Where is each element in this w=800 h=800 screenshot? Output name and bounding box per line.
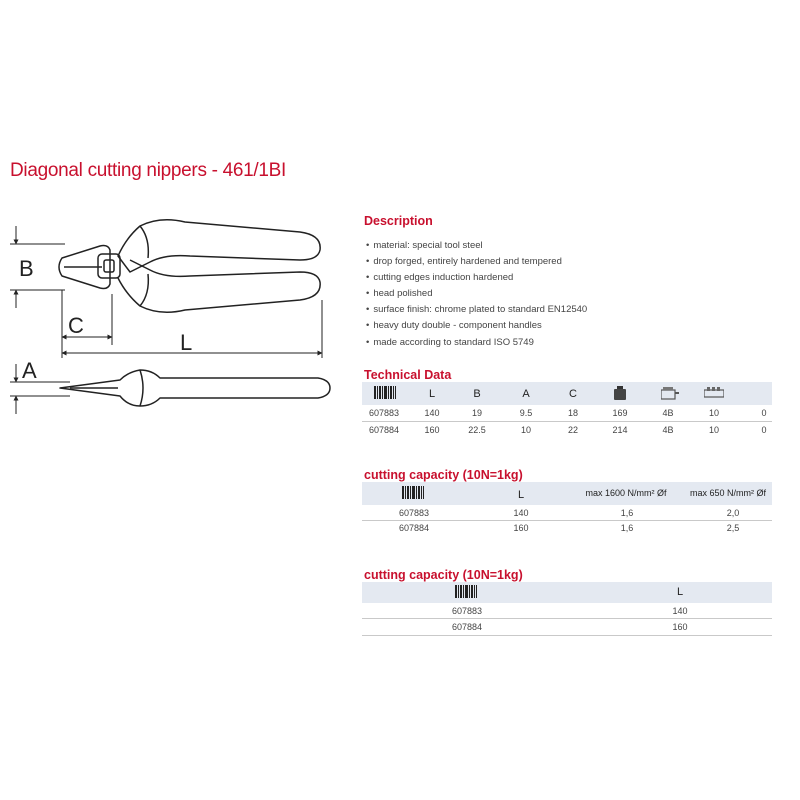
list-item: made according to standard ISO 5749: [366, 335, 587, 351]
packaging-icon: [661, 387, 679, 400]
col-header-l: L: [428, 388, 436, 400]
col-header-l: L: [517, 489, 525, 501]
table-cell: 9.5: [519, 408, 533, 418]
side-view: [59, 369, 331, 407]
pack-quantity-icon: [704, 387, 724, 398]
table-cell: 607883: [398, 508, 430, 518]
col-header-b: B: [473, 388, 481, 400]
list-item: material: special tool steel: [366, 238, 587, 254]
table-cell: 140: [513, 508, 529, 518]
table-cell: 19: [471, 408, 483, 418]
list-item: head polished: [366, 286, 587, 302]
table-cell: 169: [612, 408, 628, 418]
table-cell: 1,6: [620, 508, 634, 518]
col-header-a: A: [522, 388, 530, 400]
table-cell: 0: [761, 425, 767, 435]
table-cell: 214: [612, 425, 628, 435]
table-cell: 22.5: [468, 425, 486, 435]
list-item: surface finish: chrome plated to standar…: [366, 302, 587, 318]
table-cell: 1,6: [620, 523, 634, 533]
table-cell: 2,5: [726, 523, 740, 533]
list-item: drop forged, entirely hardened and tempe…: [366, 254, 587, 270]
col-header-l: L: [676, 586, 684, 598]
col-header-max-650: max 650 N/mm² Øf: [689, 488, 767, 498]
table-cell: 160: [424, 425, 440, 435]
dim-label-c: C: [68, 313, 84, 338]
col-header-c: C: [569, 388, 577, 400]
weight-icon: [614, 386, 626, 400]
page-title: Diagonal cutting nippers - 461/1BI: [10, 160, 287, 181]
table-cell: 160: [513, 523, 529, 533]
col-header-max-1600: max 1600 N/mm² Øf: [585, 488, 667, 498]
table-cell: 22: [567, 425, 579, 435]
technical-data-heading: Technical Data: [364, 368, 452, 382]
table-cell: 160: [672, 622, 688, 632]
table-cell: 607883: [368, 408, 400, 418]
list-item: cutting edges induction hardened: [366, 270, 587, 286]
dim-label-a: A: [22, 358, 37, 383]
table-cell: 10: [708, 425, 720, 435]
barcode-icon: [455, 585, 477, 598]
table-cell: 18: [567, 408, 579, 418]
table-cell: 607884: [451, 622, 483, 632]
table-cell: 0: [761, 408, 767, 418]
table-cell: 607883: [451, 606, 483, 616]
dim-label-b: B: [19, 256, 34, 281]
table-cell: 140: [424, 408, 440, 418]
dim-label-l: L: [180, 330, 192, 355]
table-cell: 4B: [662, 408, 674, 418]
table-cell: 10: [708, 408, 720, 418]
table-cell: 4B: [662, 425, 674, 435]
description-heading: Description: [364, 214, 433, 228]
table-cell: 140: [672, 606, 688, 616]
cutting-capacity-heading-2: cutting capacity (10N=1kg): [364, 568, 523, 582]
jaw-top-view: [58, 244, 111, 290]
table-cell: 607884: [398, 523, 430, 533]
cutting-capacity-heading-1: cutting capacity (10N=1kg): [364, 468, 523, 482]
barcode-icon: [374, 386, 396, 399]
pliers-drawing: B C L A: [10, 219, 331, 414]
description-list: material: special tool steel drop forged…: [366, 238, 587, 351]
table-cell: 607884: [368, 425, 400, 435]
table-cell: 10: [520, 425, 532, 435]
barcode-icon: [402, 486, 424, 499]
table-cell: 2,0: [726, 508, 740, 518]
list-item: heavy duty double - component handles: [366, 318, 587, 334]
